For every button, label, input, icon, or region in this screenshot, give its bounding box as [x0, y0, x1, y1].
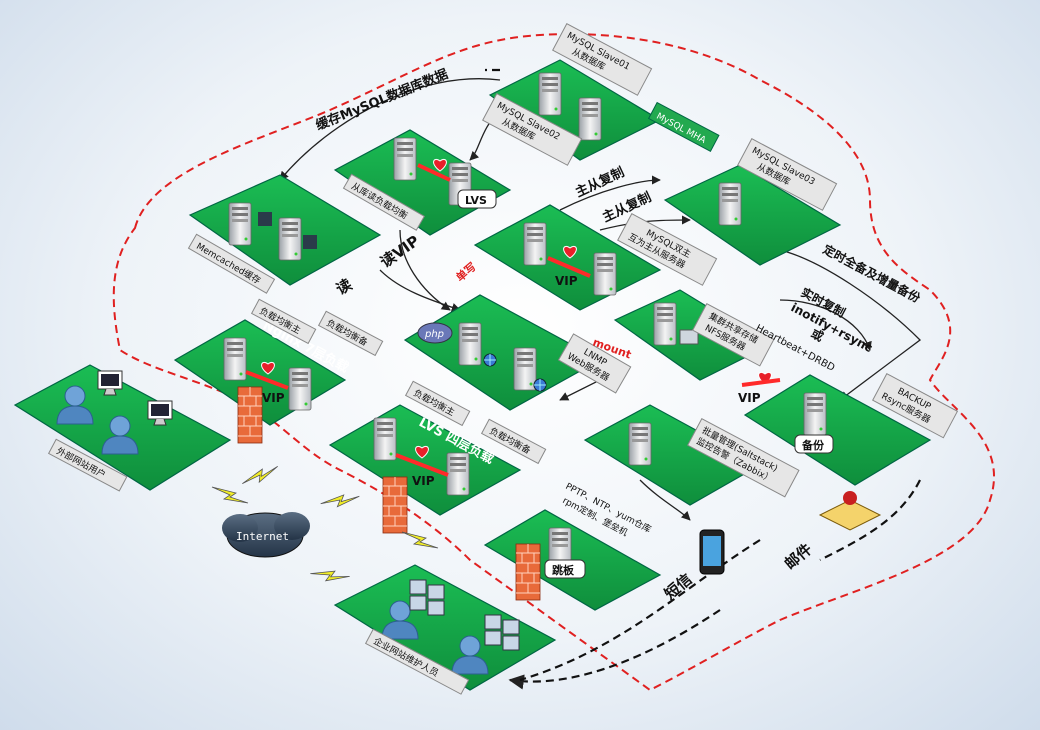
lightning-icon: [241, 455, 279, 495]
master-repl-label-1: 主从复制: [573, 164, 627, 200]
heartbeat-link: [417, 163, 451, 182]
lvs4-server-1-icon: [373, 417, 397, 461]
storage-icon: [679, 329, 699, 345]
sms-label: 短信: [661, 570, 696, 603]
internet-cloud-icon: [222, 512, 310, 558]
web-server-2-icon: [513, 347, 537, 391]
mysql-master-1-icon: [523, 222, 547, 266]
firewall-icon: [515, 543, 541, 601]
mysql-vip-label: VIP: [555, 274, 578, 288]
slave03-server-icon: [718, 182, 742, 226]
backup-server-icon: [803, 392, 827, 436]
memcached-m-icon: [303, 235, 317, 249]
nginx-vip-label: VIP: [262, 391, 285, 405]
globe-icon: [533, 378, 547, 392]
mail-label: 邮件: [781, 540, 816, 573]
lvs-tag: LVS: [465, 194, 487, 207]
alert-connectors: [485, 68, 921, 690]
web-server-1-icon: [458, 322, 482, 366]
php-icon: php: [424, 329, 444, 340]
mail-icon: [818, 491, 882, 531]
platform-backup: [743, 374, 932, 486]
nginx-server-2-icon: [288, 367, 312, 411]
monitor-wall-icon: [409, 579, 520, 651]
read-label: 读: [333, 275, 355, 298]
memcached-m-icon: [258, 212, 272, 226]
lvs4-vip-label: VIP: [412, 474, 435, 488]
heartbeat-link: [245, 370, 289, 390]
slave01-server-icon: [538, 72, 562, 116]
mysql-master-2-icon: [593, 252, 617, 296]
firewall-icon: [382, 476, 408, 534]
globe-icon: [483, 353, 497, 367]
management-server-icon: [628, 422, 652, 466]
memcached-server-2-icon: [278, 217, 302, 261]
backup-note-label: 定时全备及增量备份: [821, 241, 924, 305]
heartbeat-link: [741, 378, 781, 387]
internet-label: Internet: [236, 530, 289, 543]
backup-vip-label: VIP: [738, 391, 761, 405]
platform-mysql-slave03: [663, 164, 842, 266]
lightning-icon: [309, 560, 351, 590]
phone-icon: [699, 529, 725, 575]
master-repl-label-2: 主从复制: [600, 189, 654, 225]
memcached-server-1-icon: [228, 202, 252, 246]
lightning-icon: [211, 486, 249, 504]
lightning-icon: [320, 482, 360, 518]
heartbeat-link: [395, 453, 449, 477]
nfs-server-icon: [653, 302, 677, 346]
lvs-read-server-1-icon: [393, 137, 417, 181]
single-write-label: 单写: [453, 259, 479, 284]
firewall-icon: [237, 386, 263, 444]
cache-mysql-label: 缓存MySQL数据库数据: [314, 66, 451, 134]
lightning-icon: [401, 531, 439, 549]
lvs4-server-2-icon: [446, 452, 470, 496]
jump-tag: 跳板: [552, 563, 575, 577]
outer-boundary: [112, 33, 995, 692]
backup-tag: 备份: [801, 438, 825, 452]
heartbeat-link: [547, 256, 591, 278]
slave02-server-icon: [578, 97, 602, 141]
nginx-server-1-icon: [223, 337, 247, 381]
